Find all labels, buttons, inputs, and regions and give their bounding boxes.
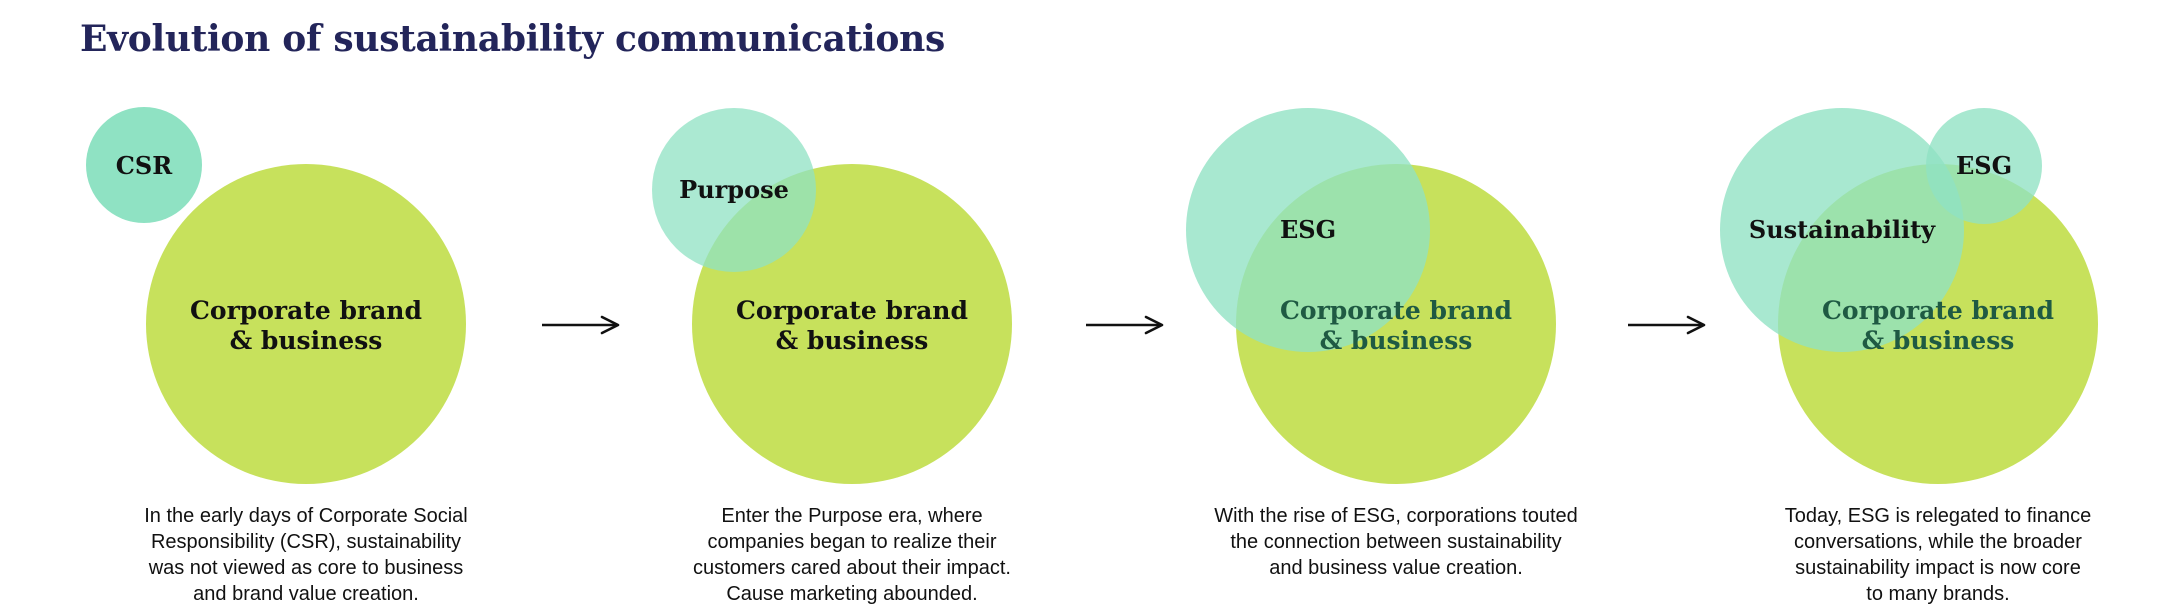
stage-2-core-label-line-2: & business: [776, 326, 929, 355]
stage-1-core-label-line-2: & business: [230, 326, 383, 355]
stage-2-purpose-circle: [652, 108, 816, 272]
stage-3-core-label-line-2: & business: [1320, 326, 1473, 355]
caption-line: Responsibility (CSR), sustainability: [150, 531, 462, 553]
stage-4-sustainability-circle: [1720, 108, 1964, 352]
stage-3-esg-circle: [1186, 108, 1430, 352]
stage-2-core-label-line-1: Corporate brand: [736, 296, 968, 325]
caption-line: and brand value creation.: [193, 583, 419, 605]
caption-line: companies began to realize their: [707, 531, 997, 553]
caption-line: Today, ESG is relegated to finance: [1784, 505, 2092, 527]
caption-line: to many brands.: [1866, 583, 2010, 605]
caption-line: and business value creation.: [1269, 557, 1523, 579]
caption-line: In the early days of Corporate Social: [144, 505, 468, 527]
stage-1-brand-circle: [146, 164, 466, 484]
caption-line: Cause marketing abounded.: [726, 583, 978, 605]
stage-4: Sustainability ESG Corporate brand & bus…: [1720, 108, 2098, 484]
stage-1-core-label-line-1: Corporate brand: [190, 296, 422, 325]
stage-3-core-label-line-1: Corporate brand: [1280, 296, 1512, 325]
stage-3: ESG Corporate brand & business: [1186, 108, 1556, 484]
stage-3-esg-label: ESG: [1280, 215, 1336, 244]
stage-2-caption: Enter the Purpose era, where companies b…: [642, 503, 1062, 607]
page-title: Evolution of sustainability communicatio…: [80, 18, 945, 60]
stage-4-core-label-line-2: & business: [1862, 326, 2015, 355]
stage-4-sustainability-label: Sustainability: [1749, 215, 1936, 244]
caption-line: conversations, while the broader: [1794, 531, 2082, 553]
stage-3-caption: With the rise of ESG, corporations toute…: [1186, 503, 1606, 581]
stage-1: CSR Corporate brand & business: [86, 107, 466, 484]
stage-2-purpose-label: Purpose: [679, 175, 789, 204]
stage-4-caption: Today, ESG is relegated to finance conve…: [1728, 503, 2148, 607]
caption-line: sustainability impact is now core: [1795, 557, 2081, 579]
stage-1-caption: In the early days of Corporate Social Re…: [96, 503, 516, 607]
caption-line: was not viewed as core to business: [148, 557, 464, 579]
caption-line: With the rise of ESG, corporations toute…: [1214, 505, 1578, 527]
stage-4-esg-circle: [1926, 108, 2042, 224]
stage-1-csr-label: CSR: [116, 151, 173, 180]
stage-4-esg-label: ESG: [1956, 151, 2012, 180]
caption-line: customers cared about their impact.: [693, 557, 1011, 579]
stage-4-core-label-line-1: Corporate brand: [1822, 296, 2054, 325]
stage-2: Purpose Corporate brand & business: [652, 108, 1012, 484]
caption-line: the connection between sustainability: [1230, 531, 1562, 553]
stage-1-csr-circle: [86, 107, 202, 223]
caption-line: Enter the Purpose era, where: [721, 505, 983, 527]
